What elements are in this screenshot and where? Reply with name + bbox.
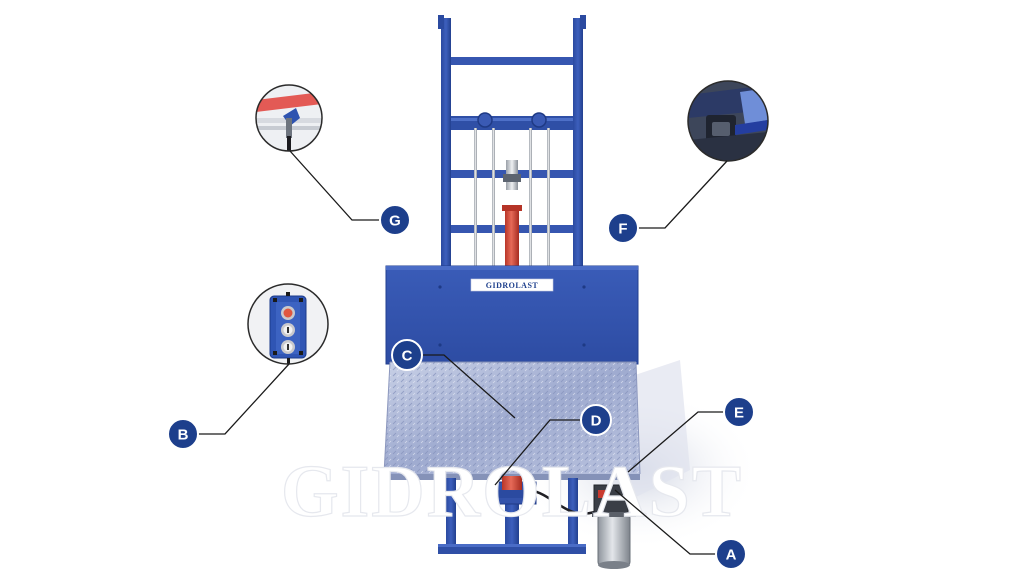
pulley bbox=[531, 112, 547, 128]
base-leg bbox=[446, 478, 456, 548]
detail-view-f bbox=[687, 80, 769, 162]
mast-left-upright bbox=[441, 18, 451, 268]
guide-rod bbox=[529, 128, 532, 270]
mast-right-upright bbox=[573, 18, 583, 268]
callout-f-label: F bbox=[618, 221, 627, 238]
callout-e: E bbox=[723, 396, 755, 428]
base-frame bbox=[438, 476, 596, 554]
leader-line-d bbox=[494, 419, 581, 486]
leader-line-g bbox=[289, 150, 380, 221]
leader-line-f bbox=[638, 160, 728, 229]
brand-plate bbox=[470, 278, 554, 292]
callout-b-label: B bbox=[178, 427, 189, 444]
leader-line-c bbox=[422, 354, 516, 419]
leader-lines bbox=[198, 150, 728, 555]
leader-line-e bbox=[627, 411, 724, 473]
brand-plate-label: GIDROLAST bbox=[486, 281, 539, 290]
guide-rod bbox=[492, 128, 495, 270]
base-leg bbox=[505, 495, 519, 550]
leader-line-a bbox=[614, 489, 716, 555]
hydraulic-power-unit bbox=[592, 484, 636, 569]
hydraulic-hose bbox=[529, 488, 596, 515]
brand-watermark: GIDROLAST bbox=[281, 451, 743, 533]
leader-line-b bbox=[198, 363, 290, 435]
detail-view-b bbox=[247, 283, 329, 365]
mast-crossbar bbox=[451, 57, 573, 65]
callout-g-label: G bbox=[389, 213, 401, 230]
pulley bbox=[477, 112, 493, 128]
callout-g: G bbox=[379, 204, 411, 236]
hydraulic-cylinder bbox=[505, 205, 519, 270]
callout-d: D bbox=[580, 404, 612, 436]
callout-b: B bbox=[167, 418, 199, 450]
load-platform bbox=[383, 361, 641, 480]
callout-a-label: A bbox=[726, 547, 737, 564]
mast bbox=[438, 15, 586, 270]
callout-d-label: D bbox=[591, 413, 602, 430]
control-pendant-icon bbox=[269, 292, 307, 364]
chain-anchor-detail-icon bbox=[256, 85, 322, 151]
callout-c: C bbox=[391, 339, 423, 371]
guide-rod bbox=[547, 128, 550, 270]
base-foot bbox=[438, 544, 586, 554]
callout-c-label: C bbox=[402, 348, 413, 365]
carriage-backplate: GIDROLAST bbox=[385, 265, 639, 365]
callout-a: A bbox=[715, 538, 747, 570]
callout-e-label: E bbox=[734, 405, 744, 422]
detail-view-g bbox=[255, 84, 323, 152]
callout-f: F bbox=[607, 212, 639, 244]
roller-guide-detail-icon bbox=[688, 81, 768, 161]
guide-rod bbox=[474, 128, 477, 270]
